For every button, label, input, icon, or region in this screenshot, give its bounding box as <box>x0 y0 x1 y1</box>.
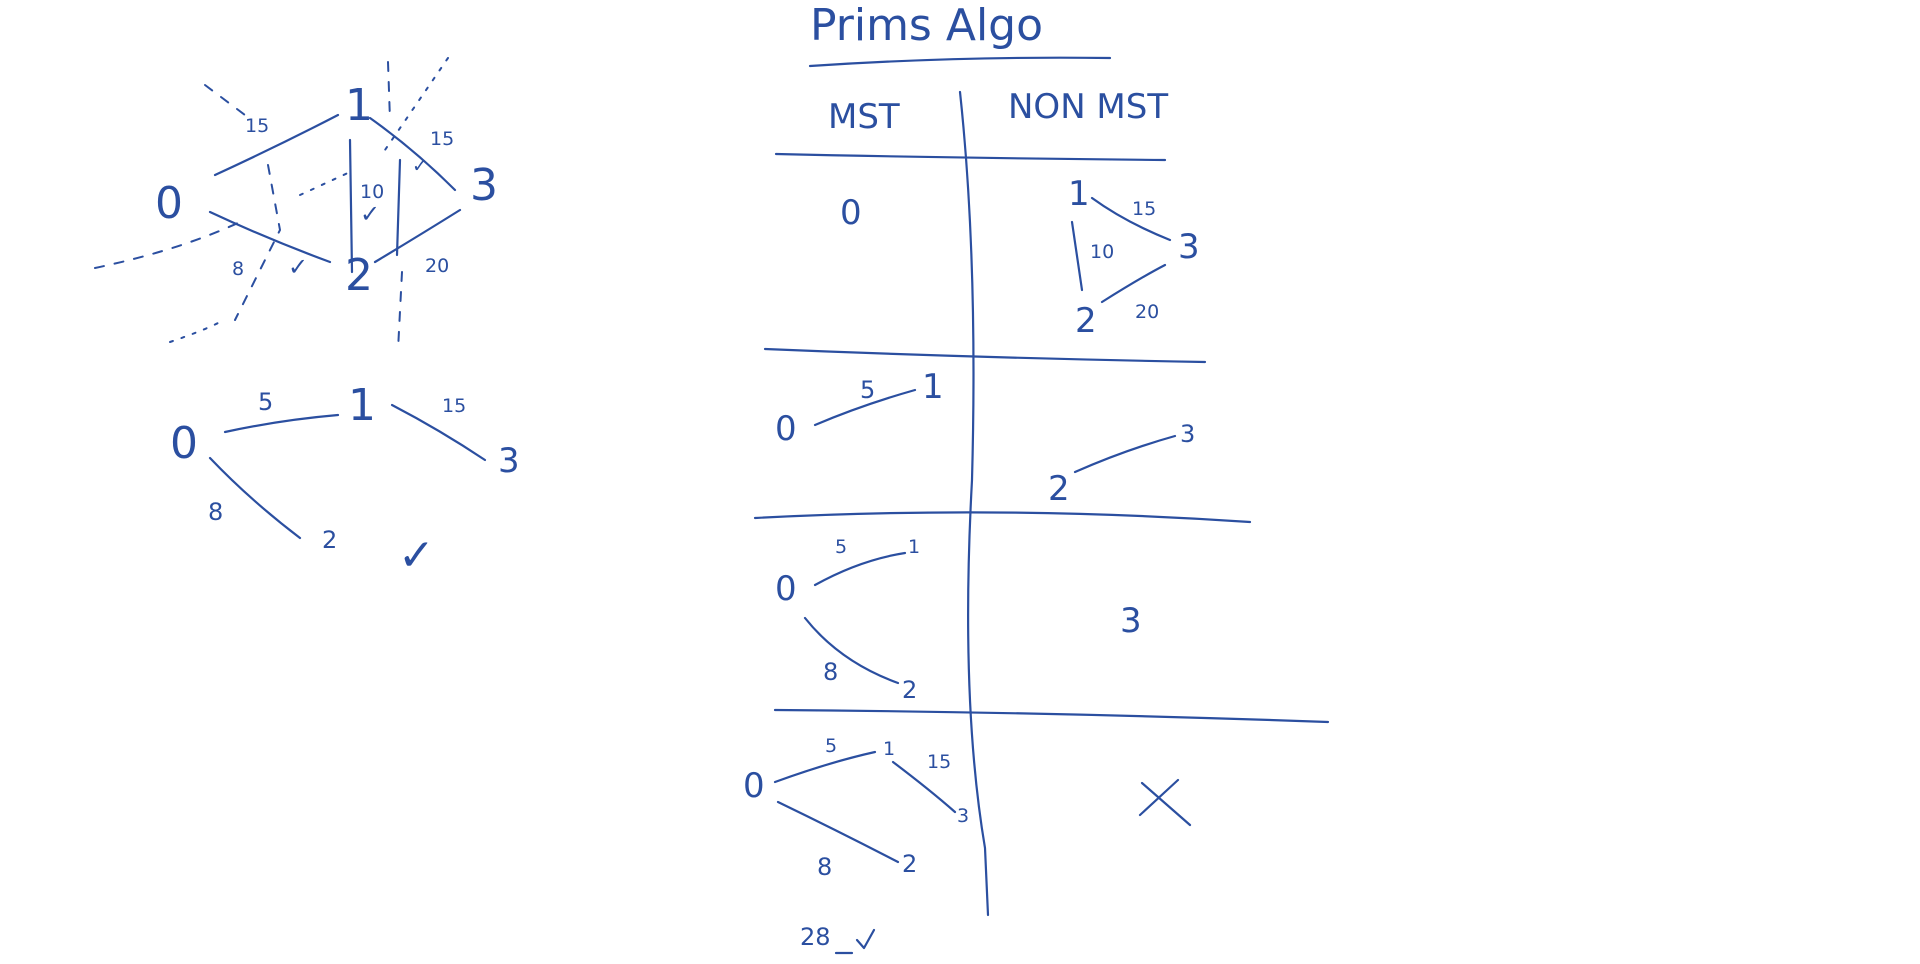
edge-line <box>773 750 877 784</box>
weight-label: 5 <box>860 376 875 404</box>
edge-line <box>891 760 957 814</box>
edge-line <box>348 138 354 274</box>
node-label: 0 <box>840 193 862 233</box>
node-label: 2 <box>322 526 337 554</box>
row1-non-mst: 1 2 3 15 10 20 <box>1068 174 1200 341</box>
node-label: 3 <box>498 441 520 481</box>
check-icon: ✓ <box>360 200 380 228</box>
node-label: 3 <box>957 805 969 827</box>
weight-label: 5 <box>825 735 837 757</box>
node-label: 1 <box>345 80 373 131</box>
node-label: 1 <box>883 738 895 760</box>
edge-line <box>208 210 332 264</box>
row2-mst: 0 1 5 <box>775 367 944 449</box>
weight-label: 15 <box>927 751 951 773</box>
edge-line <box>390 403 487 462</box>
table-row-line-2 <box>753 511 1252 524</box>
cut-line <box>94 221 241 269</box>
weight-label: 20 <box>425 255 449 277</box>
weight-label: 15 <box>442 395 466 417</box>
total-weight: 28 <box>800 923 831 951</box>
weight-label: 10 <box>360 181 384 203</box>
cut-line <box>234 164 282 321</box>
page-title: Prims Algo <box>810 0 1043 51</box>
node-label: 1 <box>1068 174 1090 214</box>
weight-label: 8 <box>208 498 223 526</box>
row3-non-mst: 3 <box>1120 601 1142 641</box>
check-icon <box>855 928 876 950</box>
node-label: 2 <box>902 676 917 704</box>
node-label: 2 <box>1075 301 1097 341</box>
edge-line <box>373 208 462 264</box>
row4-non-mst <box>1138 778 1192 827</box>
cut-line <box>299 171 351 196</box>
title-underline <box>808 56 1112 68</box>
mst-header: MST <box>828 97 900 137</box>
table-divider-vertical <box>958 90 990 917</box>
cross-icon <box>1140 781 1192 827</box>
node-label: 2 <box>1048 469 1070 509</box>
edge-line <box>1070 220 1084 292</box>
cut-line <box>387 61 391 121</box>
graph-mst: 0 1 2 3 5 15 8 ✓ <box>170 380 520 581</box>
edge-line <box>395 158 402 257</box>
edge-line <box>776 800 900 864</box>
edge-line <box>1073 434 1177 474</box>
check-icon: ✓ <box>398 530 435 581</box>
table-row-line-3 <box>773 708 1330 724</box>
edge-line <box>368 116 457 192</box>
weight-label: 5 <box>258 388 273 416</box>
node-label: 3 <box>470 160 498 211</box>
node-label: 3 <box>1178 227 1200 267</box>
row1-mst: 0 <box>840 193 862 233</box>
cross-icon <box>1138 778 1180 817</box>
graph-original: 0 1 2 3 15 8 10 15 20 ✓ ✓ ✓ <box>94 57 498 351</box>
table-row-line-1 <box>763 347 1207 364</box>
edge-line <box>223 413 340 434</box>
edge-line <box>213 113 340 177</box>
row2-non-mst: 2 3 <box>1048 420 1195 509</box>
weight-label: 15 <box>430 128 454 150</box>
node-label: 3 <box>1180 420 1195 448</box>
check-icon: ✓ <box>412 155 428 177</box>
weight-label: 20 <box>1135 301 1159 323</box>
edge-line <box>803 616 900 685</box>
node-label: 0 <box>775 569 797 609</box>
node-label: 1 <box>908 536 920 558</box>
cut-line <box>397 271 403 351</box>
node-label: 0 <box>155 178 183 229</box>
non-mst-header: NON MST <box>1008 87 1168 127</box>
check-icon: ✓ <box>288 253 308 281</box>
row4-mst: 0 1 3 2 5 15 8 28 <box>743 735 969 955</box>
cut-line <box>204 84 246 116</box>
node-label: 2 <box>345 250 373 301</box>
node-label: 3 <box>1120 601 1142 641</box>
weight-label: 8 <box>232 258 244 280</box>
weight-label: 15 <box>1132 198 1156 220</box>
node-label: 0 <box>775 409 797 449</box>
edge-line <box>1100 263 1167 304</box>
weight-label: 8 <box>817 853 832 881</box>
node-label: 1 <box>348 380 376 431</box>
node-label: 2 <box>902 850 917 878</box>
node-label: 1 <box>922 367 944 407</box>
edge-line <box>208 456 302 540</box>
row3-mst: 0 1 2 5 8 <box>775 536 920 704</box>
cut-line <box>169 321 221 343</box>
edge-line <box>813 551 907 587</box>
weight-label: 8 <box>823 658 838 686</box>
weight-label: 5 <box>835 536 847 558</box>
weight-label: 10 <box>1090 241 1114 263</box>
node-label: 0 <box>743 766 765 806</box>
node-label: 0 <box>170 418 198 469</box>
weight-label: 15 <box>245 115 269 137</box>
edge-line <box>1090 196 1172 242</box>
table-header-line <box>774 152 1167 162</box>
edge-line <box>813 388 917 427</box>
